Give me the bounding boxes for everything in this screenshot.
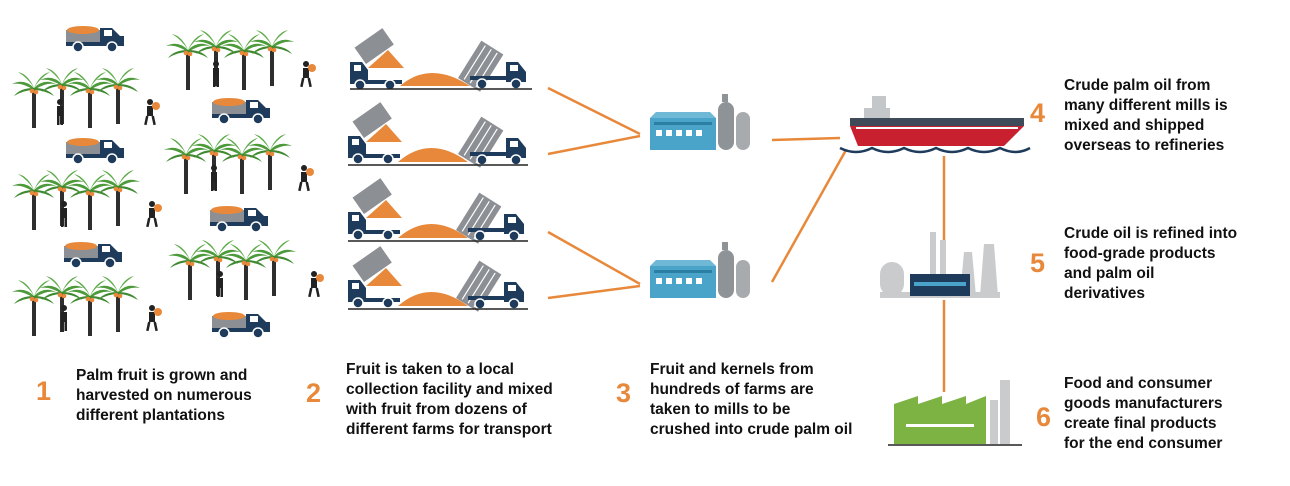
palm-tree-icon bbox=[12, 276, 140, 336]
dump-truck-icon bbox=[457, 115, 527, 169]
flow-connectors bbox=[547, 86, 946, 392]
worker-icon bbox=[300, 61, 316, 88]
step-4-line-4: overseas to refineries bbox=[1064, 137, 1225, 154]
step-6-line-1: Food and consumer bbox=[1064, 375, 1213, 392]
step-6-line-2: goods manufacturers bbox=[1064, 395, 1223, 412]
step-1-caption: Palm fruit is grown and harvested on num… bbox=[76, 366, 252, 426]
dump-truck-icon bbox=[455, 191, 525, 245]
tipping-truck-icon bbox=[347, 245, 403, 309]
pickup-truck-icon bbox=[63, 241, 123, 269]
step-3-line-2: hundreds of farms are bbox=[650, 381, 814, 398]
step-1-line-3: different plantations bbox=[76, 407, 225, 424]
collection-row-3 bbox=[347, 177, 528, 245]
step-2-line-4: different farms for transport bbox=[346, 421, 552, 438]
tanker-ship-icon bbox=[839, 96, 1031, 154]
pickup-truck-icon bbox=[65, 25, 125, 53]
dump-truck-icon bbox=[457, 39, 527, 93]
plantations-group bbox=[12, 25, 324, 339]
worker-icon bbox=[308, 271, 324, 298]
step-3-line-3: taken to mills to be bbox=[650, 401, 791, 418]
step-5-line-4: derivatives bbox=[1064, 285, 1145, 302]
tipping-truck-icon bbox=[349, 27, 405, 91]
step-2-caption: Fruit is taken to a local collection fac… bbox=[346, 360, 553, 440]
step-2-line-1: Fruit is taken to a local bbox=[346, 361, 514, 378]
collection-row-4 bbox=[347, 245, 528, 313]
worker-icon bbox=[146, 305, 162, 332]
palm-tree-icon bbox=[12, 68, 140, 128]
palm-tree-icon bbox=[166, 30, 294, 90]
palm-tree-icon bbox=[164, 134, 292, 194]
step-4-number: 4 bbox=[1030, 98, 1046, 128]
collection-row-2 bbox=[347, 101, 528, 169]
palm-tree-icon bbox=[168, 240, 296, 300]
step-3-line-4: crushed into crude palm oil bbox=[650, 421, 853, 438]
fruit-pile-icon bbox=[400, 73, 470, 86]
tipping-truck-icon bbox=[347, 101, 403, 165]
fruit-pile-icon bbox=[398, 148, 468, 162]
mill-icon bbox=[650, 242, 750, 298]
step-4-line-2: many different mills is bbox=[1064, 97, 1228, 114]
step-5-number: 5 bbox=[1030, 248, 1046, 278]
worker-icon bbox=[144, 99, 160, 126]
factory-icon bbox=[888, 380, 1022, 446]
step-1-number: 1 bbox=[36, 376, 52, 406]
step-6-number: 6 bbox=[1036, 402, 1052, 432]
fruit-pile-icon bbox=[398, 224, 468, 238]
pickup-truck-icon bbox=[65, 137, 125, 165]
step-5-line-3: and palm oil bbox=[1064, 265, 1155, 282]
mill-icon bbox=[650, 94, 750, 150]
step-2-number: 2 bbox=[306, 378, 322, 408]
step-4-caption: Crude palm oil from many different mills… bbox=[1064, 76, 1228, 156]
step-1-line-2: harvested on numerous bbox=[76, 387, 252, 404]
collection-trucks-group bbox=[347, 27, 532, 313]
step-6-caption: Food and consumer goods manufacturers cr… bbox=[1064, 374, 1222, 454]
dump-truck-icon bbox=[455, 259, 525, 313]
worker-icon bbox=[146, 201, 162, 228]
palm-tree-icon bbox=[12, 170, 140, 230]
step-2-line-3: with fruit from dozens of bbox=[346, 401, 527, 418]
step-5-line-2: food-grade products bbox=[1064, 245, 1216, 262]
pickup-truck-icon bbox=[211, 311, 271, 339]
step-5-caption: Crude oil is refined into food-grade pro… bbox=[1064, 224, 1237, 304]
step-5-line-1: Crude oil is refined into bbox=[1064, 225, 1238, 242]
fruit-pile-icon bbox=[398, 292, 468, 306]
pickup-truck-icon bbox=[211, 97, 271, 125]
step-2-line-2: collection facility and mixed bbox=[346, 381, 553, 398]
refinery-icon bbox=[880, 232, 1000, 298]
step-3-caption: Fruit and kernels from hundreds of farms… bbox=[650, 360, 852, 440]
step-4-line-3: mixed and shipped bbox=[1064, 117, 1205, 134]
step-1-line-1: Palm fruit is grown and bbox=[76, 367, 248, 384]
tipping-truck-icon bbox=[347, 177, 403, 241]
pickup-truck-icon bbox=[209, 205, 269, 233]
step-6-line-4: for the end consumer bbox=[1064, 435, 1223, 452]
worker-icon bbox=[298, 165, 314, 192]
step-4-line-1: Crude palm oil from bbox=[1064, 77, 1211, 94]
step-3-number: 3 bbox=[616, 378, 632, 408]
collection-row-1 bbox=[349, 27, 532, 93]
step-3-line-1: Fruit and kernels from bbox=[650, 361, 814, 378]
step-6-line-3: create final products bbox=[1064, 415, 1217, 432]
